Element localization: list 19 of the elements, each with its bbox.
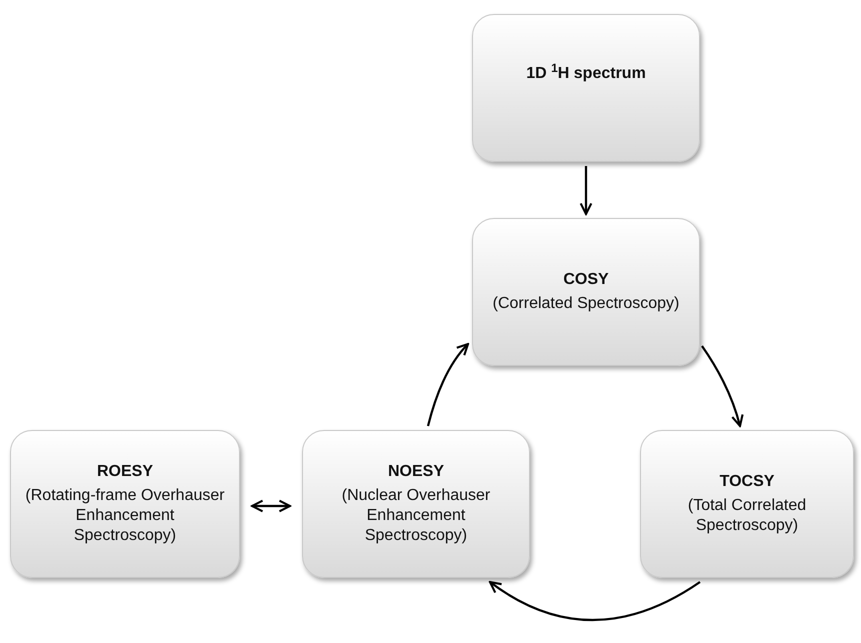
process-box: [472, 218, 700, 366]
box-heading: NOESY: [388, 462, 444, 482]
arrow: [250, 500, 292, 512]
box-description: (Total Correlated Spectroscopy): [686, 496, 808, 536]
arrow: [426, 342, 470, 426]
box-description: (Rotating-frame Overhauser Enhancement Spectroscopy): [24, 486, 226, 546]
box-heading: COSY: [563, 270, 609, 290]
process-box: [302, 430, 530, 578]
process-box: [472, 14, 700, 162]
arrow: [488, 580, 701, 622]
arrow: [580, 166, 592, 216]
process-box: [10, 430, 240, 578]
box-heading: 1D $^{1}$H spectrum: [526, 64, 646, 84]
arrow: [701, 345, 744, 428]
box-heading: ROESY: [96, 462, 153, 482]
box-description: (Nuclear Overhauser Enhancement Spectroscopy): [340, 486, 492, 546]
process-box: [640, 430, 854, 578]
box-heading: TOCSY: [720, 472, 774, 492]
box-description: (Correlated Spectroscopy): [492, 294, 680, 314]
